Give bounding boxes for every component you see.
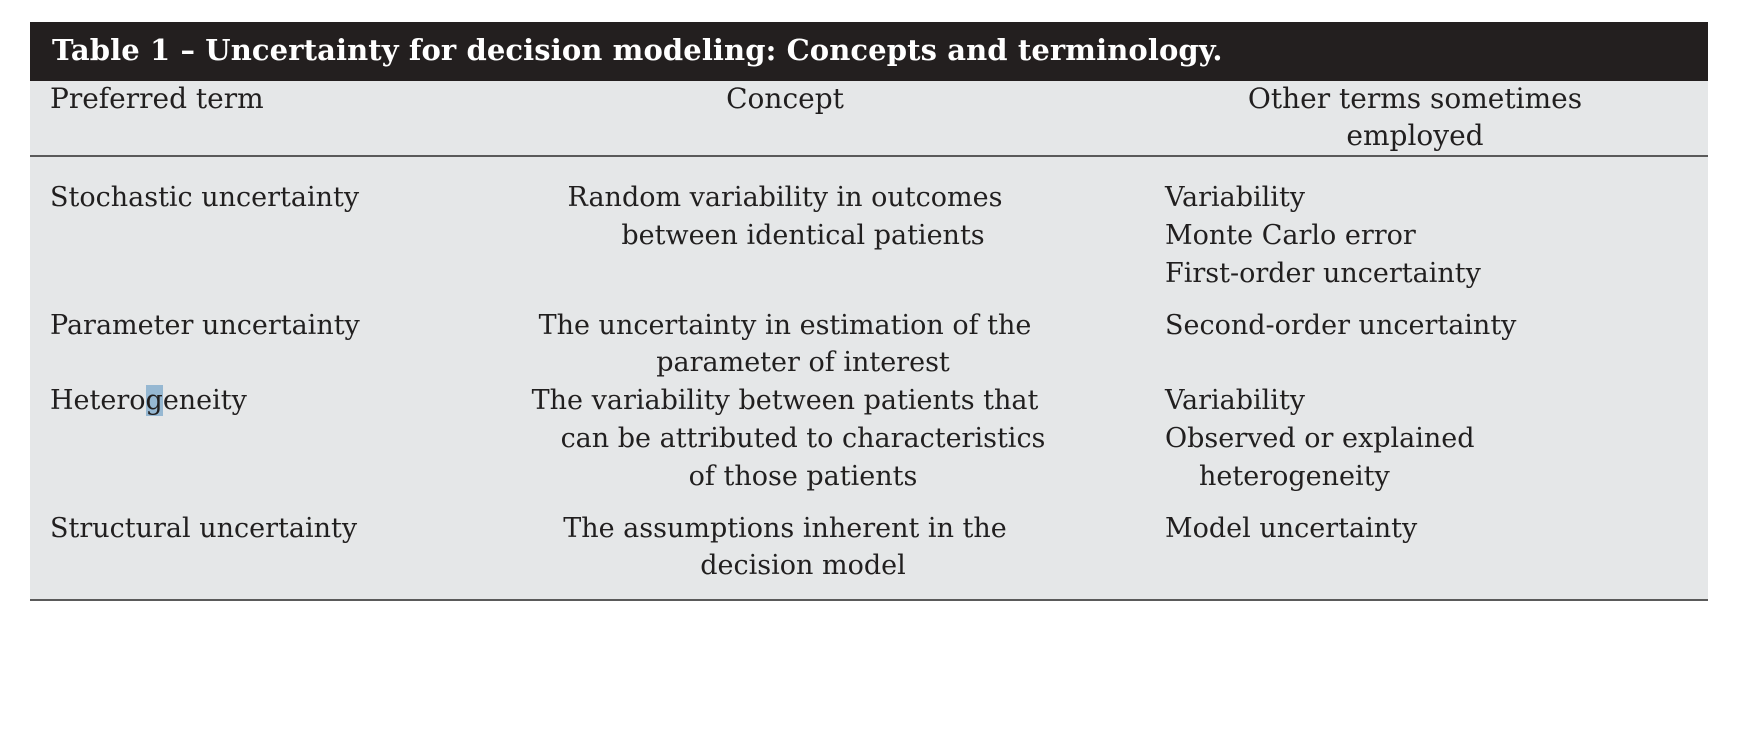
table-row: Heterogeneity The variability between pa… <box>30 382 1708 495</box>
cell-other-terms-parameter-uncertainty: Second-order uncertainty <box>1110 307 1708 383</box>
table-bottom-rule <box>30 599 1708 602</box>
spacer-cell <box>1110 293 1708 307</box>
concept-line-1: Random variability in outcomes <box>567 182 1003 214</box>
concept-line-2: can be attributed to characteristics <box>560 423 1046 455</box>
column-header-other-terms-line-1: Other terms sometimes <box>1247 82 1583 116</box>
other-term-1: Variability <box>1165 182 1306 214</box>
table-body: Stochastic uncertainty Random variabilit… <box>30 156 1708 599</box>
spacer-cell <box>30 496 460 510</box>
spacer-cell <box>30 293 460 307</box>
other-term-2: Observed or explained <box>1165 423 1475 455</box>
table-caption: Table 1 – Uncertainty for decision model… <box>52 33 1223 67</box>
other-term-3: heterogeneity <box>1199 460 1390 492</box>
cell-concept-stochastic-uncertainty: Random variability in outcomes between i… <box>460 156 1110 292</box>
table-row: Structural uncertainty The assumptions i… <box>30 510 1708 586</box>
cell-term-heterogeneity: Heterogeneity <box>30 382 460 495</box>
spacer-cell <box>1110 585 1708 599</box>
column-header-other-terms-line-2: employed <box>1346 119 1484 153</box>
cell-term-structural-uncertainty: Structural uncertainty <box>50 512 358 544</box>
row-spacer <box>30 496 1708 510</box>
spacer-cell <box>460 496 1110 510</box>
row-spacer-bottom <box>30 585 1708 599</box>
table-1: Table 1 – Uncertainty for decision model… <box>30 22 1708 602</box>
cell-concept-parameter-uncertainty: The uncertainty in estimation of the par… <box>460 307 1110 383</box>
cell-other-terms-stochastic-uncertainty: Variability Monte Carlo error First-orde… <box>1110 156 1708 292</box>
cell-term-parameter-uncertainty: Parameter uncertainty <box>50 309 360 341</box>
table-row: Parameter uncertainty The uncertainty in… <box>30 307 1708 383</box>
spacer-cell <box>460 585 1110 599</box>
concept-line-2: decision model <box>700 550 906 582</box>
other-term-2: Monte Carlo error <box>1165 220 1416 252</box>
concept-line-2: parameter of interest <box>656 347 950 379</box>
concept-line-3: of those patients <box>688 460 918 492</box>
term-text-prefix: Hetero <box>50 385 146 417</box>
table-head: Preferred term Concept Other terms somet… <box>30 81 1708 157</box>
other-term-1: Variability <box>1165 385 1306 417</box>
concept-line-2: between identical patients <box>621 220 985 252</box>
spacer-cell <box>30 585 460 599</box>
row-spacer <box>30 293 1708 307</box>
cell-other-terms-structural-uncertainty: Model uncertainty <box>1110 510 1708 586</box>
cell-concept-heterogeneity: The variability between patients that ca… <box>460 382 1110 495</box>
table-caption-bar: Table 1 – Uncertainty for decision model… <box>30 22 1708 82</box>
other-term-1: Model uncertainty <box>1165 512 1418 544</box>
cell-concept-structural-uncertainty: The assumptions inherent in the decision… <box>460 510 1110 586</box>
uncertainty-terminology-table: Preferred term Concept Other terms somet… <box>30 81 1708 600</box>
table-row: Stochastic uncertainty Random variabilit… <box>30 156 1708 292</box>
column-header-concept: Concept <box>726 82 844 116</box>
column-header-other-terms: Other terms sometimes employed <box>1110 81 1708 156</box>
concept-line-1: The variability between patients that <box>531 385 1039 417</box>
term-text-suffix: eneity <box>162 385 247 417</box>
spacer-cell <box>460 293 1110 307</box>
text-selection-highlight[interactable]: g <box>145 385 163 417</box>
other-term-1: Second-order uncertainty <box>1165 309 1517 341</box>
cell-term-stochastic-uncertainty: Stochastic uncertainty <box>50 182 360 214</box>
concept-line-1: The assumptions inherent in the <box>563 512 1007 544</box>
header-row: Preferred term Concept Other terms somet… <box>30 81 1708 157</box>
cell-other-terms-heterogeneity: Variability Observed or explained hetero… <box>1110 382 1708 495</box>
other-term-3: First-order uncertainty <box>1165 257 1481 289</box>
column-header-preferred-term: Preferred term <box>50 82 264 116</box>
concept-line-1: The uncertainty in estimation of the <box>538 309 1032 341</box>
spacer-cell <box>1110 496 1708 510</box>
